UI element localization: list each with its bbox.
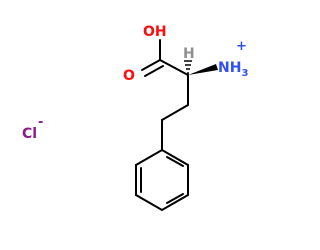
stereo-hash-bond (184, 60, 192, 74)
ring-double-3 (166, 193, 184, 204)
bonds (135, 39, 189, 212)
phenyl-ring (135, 148, 189, 212)
bond-ch2-ch2 (161, 104, 189, 121)
wedge-bond-n (188, 64, 218, 75)
chloride-label: Cl (22, 126, 37, 142)
amine-nh: NH (218, 60, 241, 76)
amine-subscript: 3 (241, 68, 248, 79)
bond-carbonyl-1 (141, 59, 161, 71)
chloride-charge: - (38, 115, 43, 130)
ring-double-1 (166, 156, 184, 167)
carbonyl-o-label: O (123, 68, 135, 84)
bond-acid-alpha (159, 59, 189, 76)
hydroxyl-label: OH (143, 24, 167, 40)
structure-canvas: OH O H NH3 + Cl - (22, 24, 248, 212)
bond-carbonyl-2 (144, 65, 164, 77)
amine-label: NH3 (218, 60, 248, 79)
stereo-h-label: H (183, 46, 195, 62)
amine-charge: + (236, 39, 247, 54)
